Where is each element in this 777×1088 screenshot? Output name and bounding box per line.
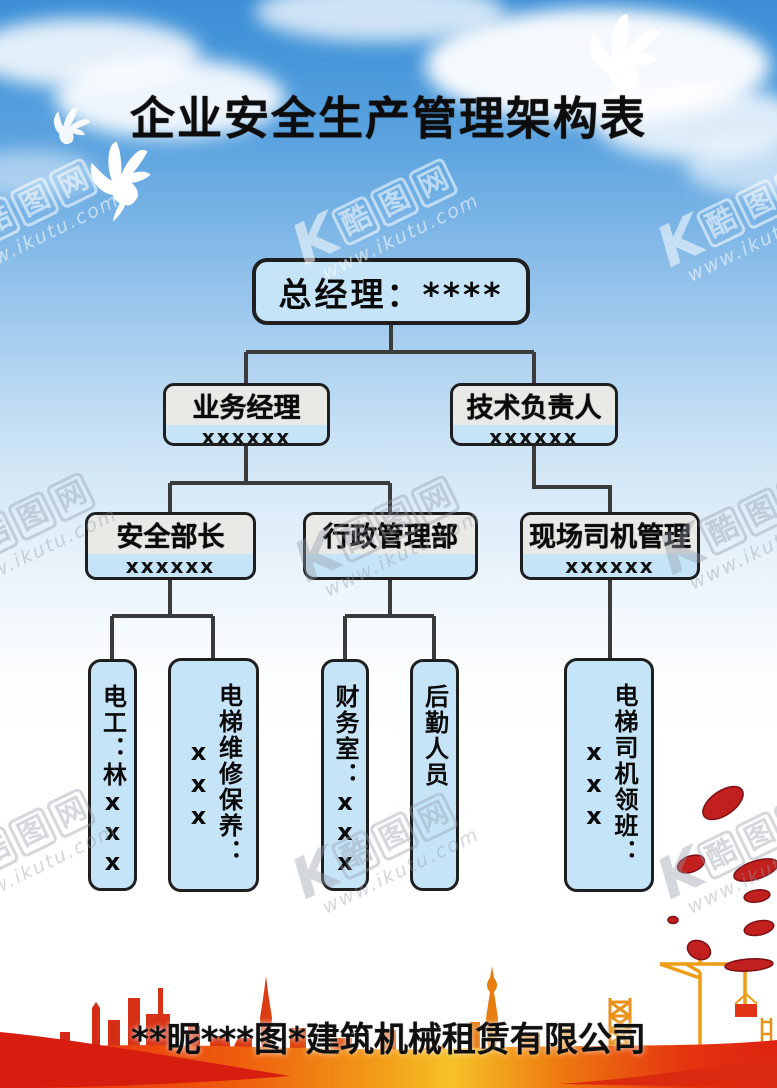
org-box-logistics-staff: 后勤人员 (410, 659, 459, 891)
box-title: 行政管理部 (306, 515, 475, 554)
org-box-admin-department: 行政管理部 (303, 512, 478, 580)
org-box-safety-chief: 安全部长 xxxxxx (85, 512, 256, 580)
org-box-finance-office: 财务室：xxx (321, 659, 369, 891)
box-value: xxxxxx (201, 425, 292, 446)
cloud (55, 58, 285, 138)
box-sub-value: xxx (580, 738, 608, 834)
dove-icon (53, 107, 91, 145)
box-label: 后勤人员 (420, 684, 449, 788)
box-label: 电梯维修保养： (214, 683, 243, 865)
org-box-elevator-maintenance: 电梯维修保养： xxx (168, 658, 259, 892)
box-value: xxxxxx (125, 554, 216, 578)
box-label: 电梯司机领班： (610, 683, 638, 865)
box-label: 电工：林xxx (98, 684, 127, 878)
org-box-site-driver-management: 现场司机管理 xxxxxx (520, 512, 700, 580)
org-box-elevator-driver-foreman: 电梯司机领班： xxx (564, 658, 654, 892)
box-title: 技术负责人 (453, 386, 615, 425)
org-box-general-manager: 总经理：**** (252, 258, 530, 325)
box-value (306, 554, 475, 577)
page-title: 企业安全生产管理架构表 (129, 92, 647, 145)
org-box-business-manager: 业务经理 xxxxxx (163, 383, 330, 446)
box-title: 安全部长 (88, 515, 253, 554)
box-value: xxxxxx (565, 554, 655, 578)
box-title: 业务经理 (166, 386, 327, 425)
dove-icon (590, 14, 661, 105)
box-sub-value: xxx (184, 738, 213, 834)
ribbon-graphic (0, 1032, 777, 1088)
box-value: xxxxxx (489, 425, 579, 446)
dove-icon (90, 141, 151, 222)
box-label: 财务室：xxx (331, 684, 359, 878)
org-box-technical-director: 技术负责人 xxxxxx (450, 383, 618, 446)
org-box-electrician: 电工：林xxx (88, 659, 137, 891)
company-name: **昵***图*建筑机械租赁有限公司 (131, 1020, 646, 1060)
petal-decoration (667, 785, 777, 972)
box-title: 现场司机管理 (523, 515, 697, 554)
